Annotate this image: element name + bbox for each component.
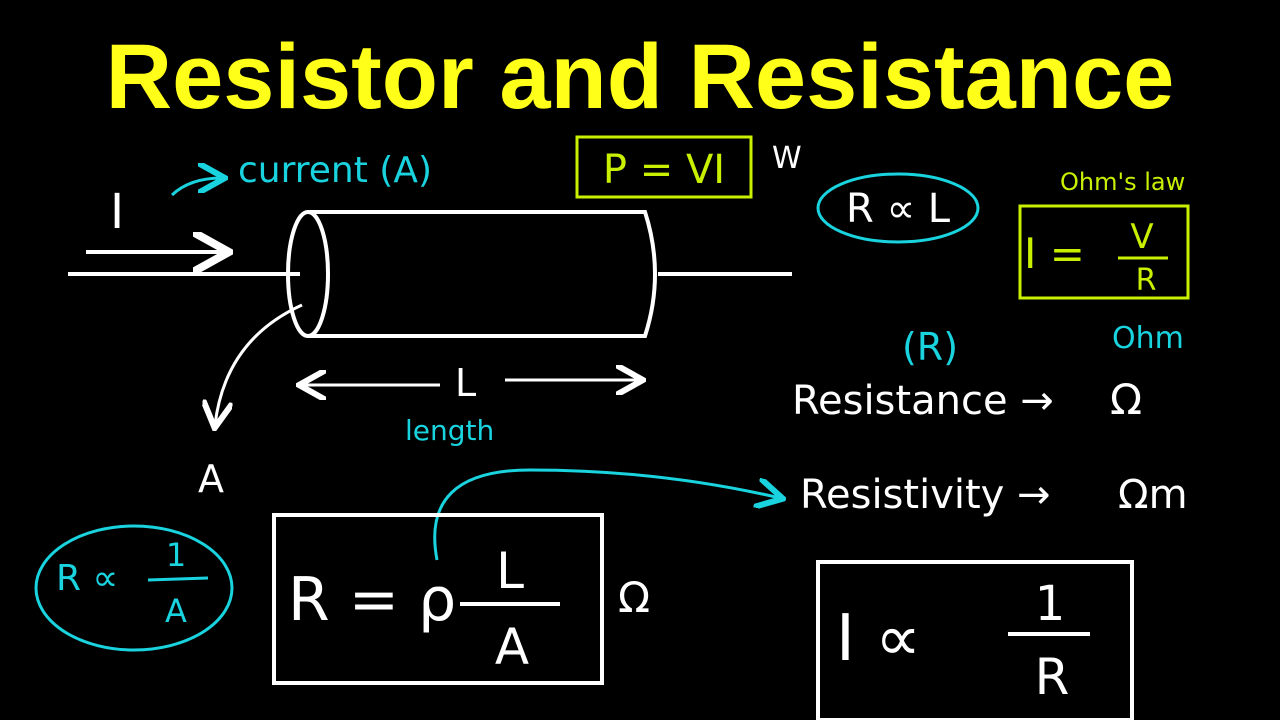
current-symbol: I [110, 184, 124, 240]
current-resistance-box [816, 560, 1134, 720]
ohms-law-lhs: I = [1024, 229, 1085, 278]
current-resistance-numerator: 1 [1035, 576, 1066, 632]
power-unit: W [772, 141, 802, 176]
resistance-symbol: (R) [902, 325, 958, 369]
proportional-length-circle [816, 172, 980, 244]
ohms-law-label: Ohm's law [1060, 168, 1185, 196]
area-symbol: A [198, 457, 224, 501]
power-box [575, 135, 753, 199]
ohms-law-numerator: V [1130, 217, 1153, 257]
proportional-area-denominator: A [165, 592, 187, 630]
current-label-arrow [170, 178, 222, 197]
power-formula: P = VI [603, 147, 725, 193]
current-resistance-denominator: R [1035, 648, 1070, 706]
proportional-area-fraction-bar [147, 576, 209, 582]
resistance-formula-denominator: A [495, 618, 529, 676]
length-label: length [405, 414, 494, 447]
page-title: Resistor and Resistance [106, 26, 1175, 128]
current-resistance-lhs: I ∝ [836, 602, 921, 676]
ohms-law-box [1018, 204, 1190, 300]
current-label: current (A) [238, 150, 432, 191]
resistance-unit: Ω [1110, 375, 1142, 424]
resistance-formula-lhs: R = ρ [288, 565, 456, 635]
resistance-unit-name: Ohm [1112, 321, 1184, 356]
length-symbol: L [455, 361, 476, 405]
proportional-area-lhs: R ∝ [56, 558, 118, 599]
resistance-formula-box [272, 513, 604, 685]
resistivity-label: Resistivity → [800, 472, 1051, 518]
resistor-cylinder [68, 210, 792, 338]
resistance-label: Resistance → [792, 378, 1054, 424]
rho-to-resistivity-arrow [433, 468, 780, 561]
ohms-law-denominator: R [1136, 263, 1157, 298]
cylinder-body [308, 210, 657, 338]
resistance-formula-numerator: L [496, 542, 524, 600]
resistivity-unit: Ωm [1118, 472, 1188, 518]
resistance-formula-unit: Ω [618, 573, 650, 622]
proportional-area-circle [34, 524, 234, 652]
proportional-length: R ∝ L [846, 186, 951, 232]
proportional-area-numerator: 1 [166, 536, 186, 574]
area-arrow [215, 303, 303, 425]
